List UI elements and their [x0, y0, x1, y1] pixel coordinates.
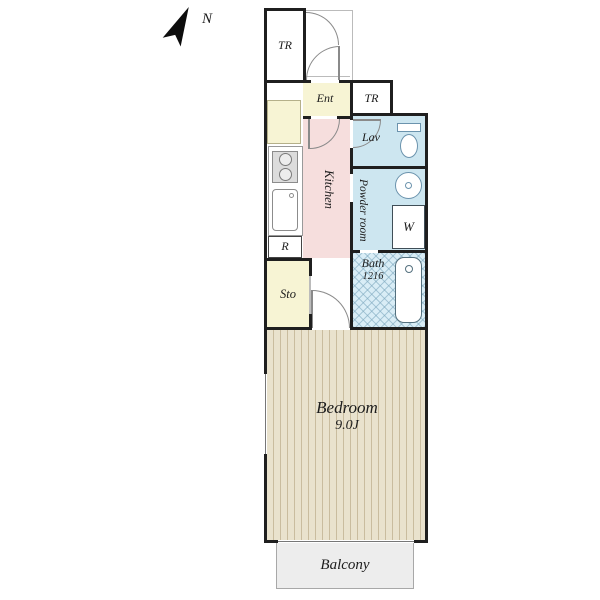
wall-segment: [264, 540, 280, 543]
bedroom-size-label: 9.0J: [335, 417, 359, 433]
powder-room-label: Powder room: [357, 178, 369, 242]
wall-segment: [309, 314, 312, 330]
wall-segment: [350, 113, 428, 116]
toilet-tank-icon: [397, 123, 421, 132]
balcony-label: Balcony: [320, 557, 370, 574]
storage-door-line: [309, 276, 311, 314]
entrance-door-panel: [338, 46, 340, 80]
balcony-window-line: [278, 541, 414, 542]
trunk-room-mid: [353, 83, 390, 113]
kitchen-label: Kitchen: [322, 169, 336, 209]
faucet-icon: [289, 193, 294, 198]
bathtub-icon: [395, 257, 422, 323]
wall-segment: [350, 80, 353, 120]
wall-segment: [350, 250, 360, 253]
stove-icon: [272, 151, 298, 183]
storage-label: Sto: [280, 286, 296, 301]
washer-box: [392, 205, 425, 249]
kitchen-door-panel: [308, 119, 310, 149]
fridge-box: [268, 236, 302, 258]
trunk-room-top: [267, 11, 303, 80]
entrance-floor: [303, 83, 350, 116]
wall-segment: [264, 8, 267, 374]
bedroom-door-arc: [312, 290, 350, 328]
lavatory-door-panel: [353, 119, 381, 121]
trunk-room-door-arc: [306, 12, 339, 45]
wall-segment: [337, 116, 353, 119]
washbasin-drain-icon: [405, 182, 412, 189]
balcony-floor: [276, 543, 414, 589]
toilet-bowl-icon: [400, 134, 418, 158]
bedroom-floor: [267, 330, 425, 540]
wall-segment: [309, 258, 312, 276]
wall-segment: [303, 8, 306, 83]
kitchen-sink-icon: [272, 189, 298, 231]
entrance-label: Ent: [316, 91, 334, 106]
fridge-label: R: [281, 239, 289, 254]
bedroom-door-panel: [311, 290, 313, 328]
bedroom-label: Bedroom: [316, 398, 378, 418]
wall-segment: [350, 166, 428, 169]
wall-segment: [339, 80, 393, 83]
bath-label: Bath: [361, 256, 385, 271]
wall-segment: [303, 80, 311, 83]
entrance-door-arc: [306, 46, 340, 80]
bathtub-drain-icon: [405, 265, 413, 273]
trunk-room-mid-label: TR: [364, 90, 379, 105]
wall-segment: [390, 80, 393, 116]
washbasin-icon: [395, 172, 422, 199]
wall-segment: [412, 540, 428, 543]
bedroom-window-left-line: [265, 374, 266, 454]
storage-floor: [267, 261, 309, 327]
washer-label: W: [403, 218, 414, 234]
shoe-cabinet: [267, 100, 301, 144]
lavatory-label: Lav: [362, 130, 380, 145]
wall-segment: [303, 116, 311, 119]
bedroom-label-group: Bedroom 9.0J: [287, 394, 407, 438]
wall-segment: [350, 148, 353, 174]
north-arrow-icon: [162, 7, 189, 47]
wall-segment: [378, 250, 428, 253]
north-label: N: [201, 11, 212, 28]
stove-burner-icon: [278, 168, 292, 181]
wall-segment: [264, 258, 312, 261]
stove-burner-icon: [278, 153, 292, 166]
bath-label-group: Bath 1216: [350, 255, 396, 285]
wall-segment: [350, 327, 428, 330]
alcove-line-right: [352, 10, 353, 80]
alcove-line-top: [304, 10, 353, 11]
trunk-room-top-label: TR: [277, 37, 292, 52]
wall-segment: [264, 454, 267, 543]
wall-segment: [350, 202, 353, 330]
bath-size-label: 1216: [362, 270, 384, 282]
wall-segment: [264, 327, 312, 330]
wall-segment: [264, 80, 306, 83]
wall-segment: [264, 8, 306, 11]
